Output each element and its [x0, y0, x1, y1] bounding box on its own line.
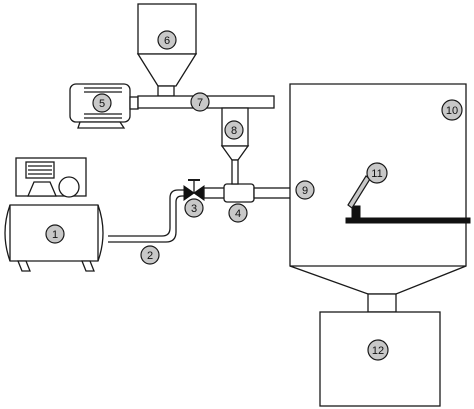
ejector-mixer	[223, 183, 255, 203]
label-7: 7	[190, 92, 210, 112]
svg-text:4: 4	[235, 208, 241, 220]
label-10: 10	[441, 99, 463, 121]
label-12: 12	[367, 339, 389, 361]
svg-text:8: 8	[231, 125, 237, 137]
motor-shaft	[129, 96, 139, 110]
chamber-body	[289, 83, 467, 295]
label-2: 2	[140, 245, 160, 265]
svg-text:6: 6	[164, 35, 170, 47]
hopper-cone	[136, 53, 198, 87]
label-11: 11	[366, 162, 388, 184]
label-9: 9	[295, 180, 315, 200]
label-1: 1	[45, 224, 65, 244]
label-6: 6	[157, 30, 177, 50]
svg-text:9: 9	[302, 185, 308, 197]
label-8: 8	[224, 120, 244, 140]
target-plate	[345, 217, 471, 224]
funnel-cone	[220, 145, 250, 161]
svg-text:5: 5	[99, 98, 105, 110]
pipe-valve-to-mixer	[203, 187, 227, 199]
svg-text:7: 7	[197, 97, 203, 109]
hopper-outlet	[157, 85, 175, 97]
label-4: 4	[228, 203, 248, 223]
compressor-pulley	[58, 176, 80, 198]
svg-text:10: 10	[446, 105, 458, 117]
dosing-funnel	[220, 107, 250, 185]
chamber-outlet-neck	[367, 293, 397, 313]
svg-text:12: 12	[372, 345, 384, 357]
label-3: 3	[184, 198, 204, 218]
svg-text:3: 3	[191, 203, 197, 215]
feed-hopper	[136, 3, 198, 97]
air-pipe	[108, 189, 186, 243]
compressor-pump-head	[27, 181, 57, 197]
svg-text:11: 11	[371, 168, 382, 180]
svg-text:2: 2	[147, 250, 153, 262]
svg-text:1: 1	[52, 229, 58, 241]
funnel-drop-pipe	[231, 159, 239, 185]
valve	[183, 179, 205, 201]
target-arm	[345, 175, 471, 224]
test-chamber	[289, 83, 467, 313]
label-5: 5	[92, 93, 112, 113]
air-compressor	[4, 157, 104, 272]
